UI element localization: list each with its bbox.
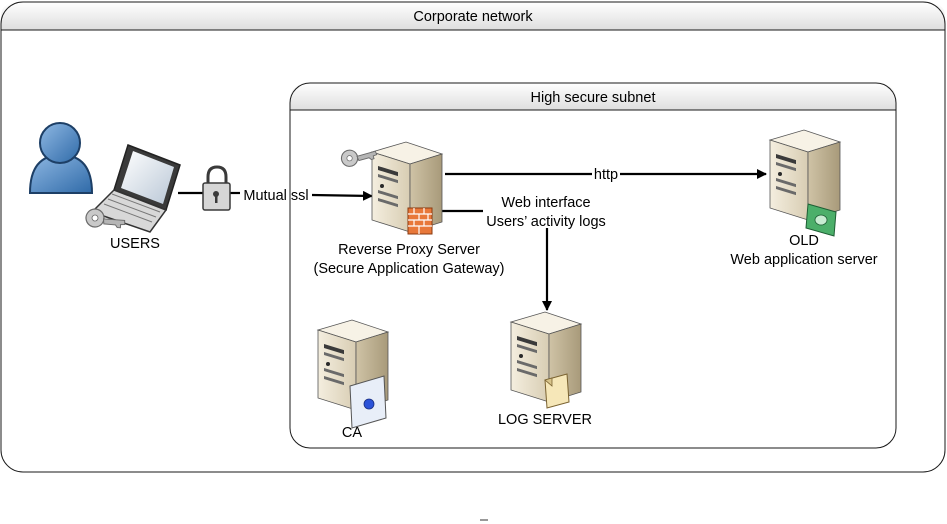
reverse-proxy-label-1: Reverse Proxy Server [338,242,480,258]
activity-logs-label: Users’ activity logs [486,214,606,230]
http-label: http [594,167,618,183]
ca-label: CA [342,425,362,441]
web-server-label-1: OLD [789,233,819,249]
server-icon [769,129,841,221]
web-interface-label: Web interface [501,195,590,211]
document-icon [544,373,570,409]
web-server-label-2: Web application server [730,252,877,268]
users-node: USERS [28,122,181,252]
user-icon [28,122,94,194]
corporate-network-title: Corporate network [413,9,533,25]
money-icon [805,203,837,237]
reverse-proxy-label-2: (Secure Application Gateway) [313,261,504,277]
certificate-icon [349,375,387,429]
high-secure-subnet-container: High secure subnet [289,82,897,449]
laptop-icon [90,144,181,233]
mutual-ssl-arrow [311,190,373,201]
padlock-icon [202,165,231,211]
ca-node: CA [317,319,389,441]
log-server-node: LOG SERVER [498,311,592,428]
log-server-label: LOG SERVER [498,412,592,428]
firewall-icon [407,207,433,235]
corporate-network-container: Corporate network [0,1,946,473]
high-secure-subnet-title: High secure subnet [531,90,656,106]
connections [178,169,767,311]
users-label: USERS [110,236,160,252]
reverse-proxy-node: Reverse Proxy Server (Secure Application… [313,136,505,277]
mutual-ssl-label: Mutual ssl [243,188,308,204]
web-server-node: OLD Web application server [730,129,878,268]
